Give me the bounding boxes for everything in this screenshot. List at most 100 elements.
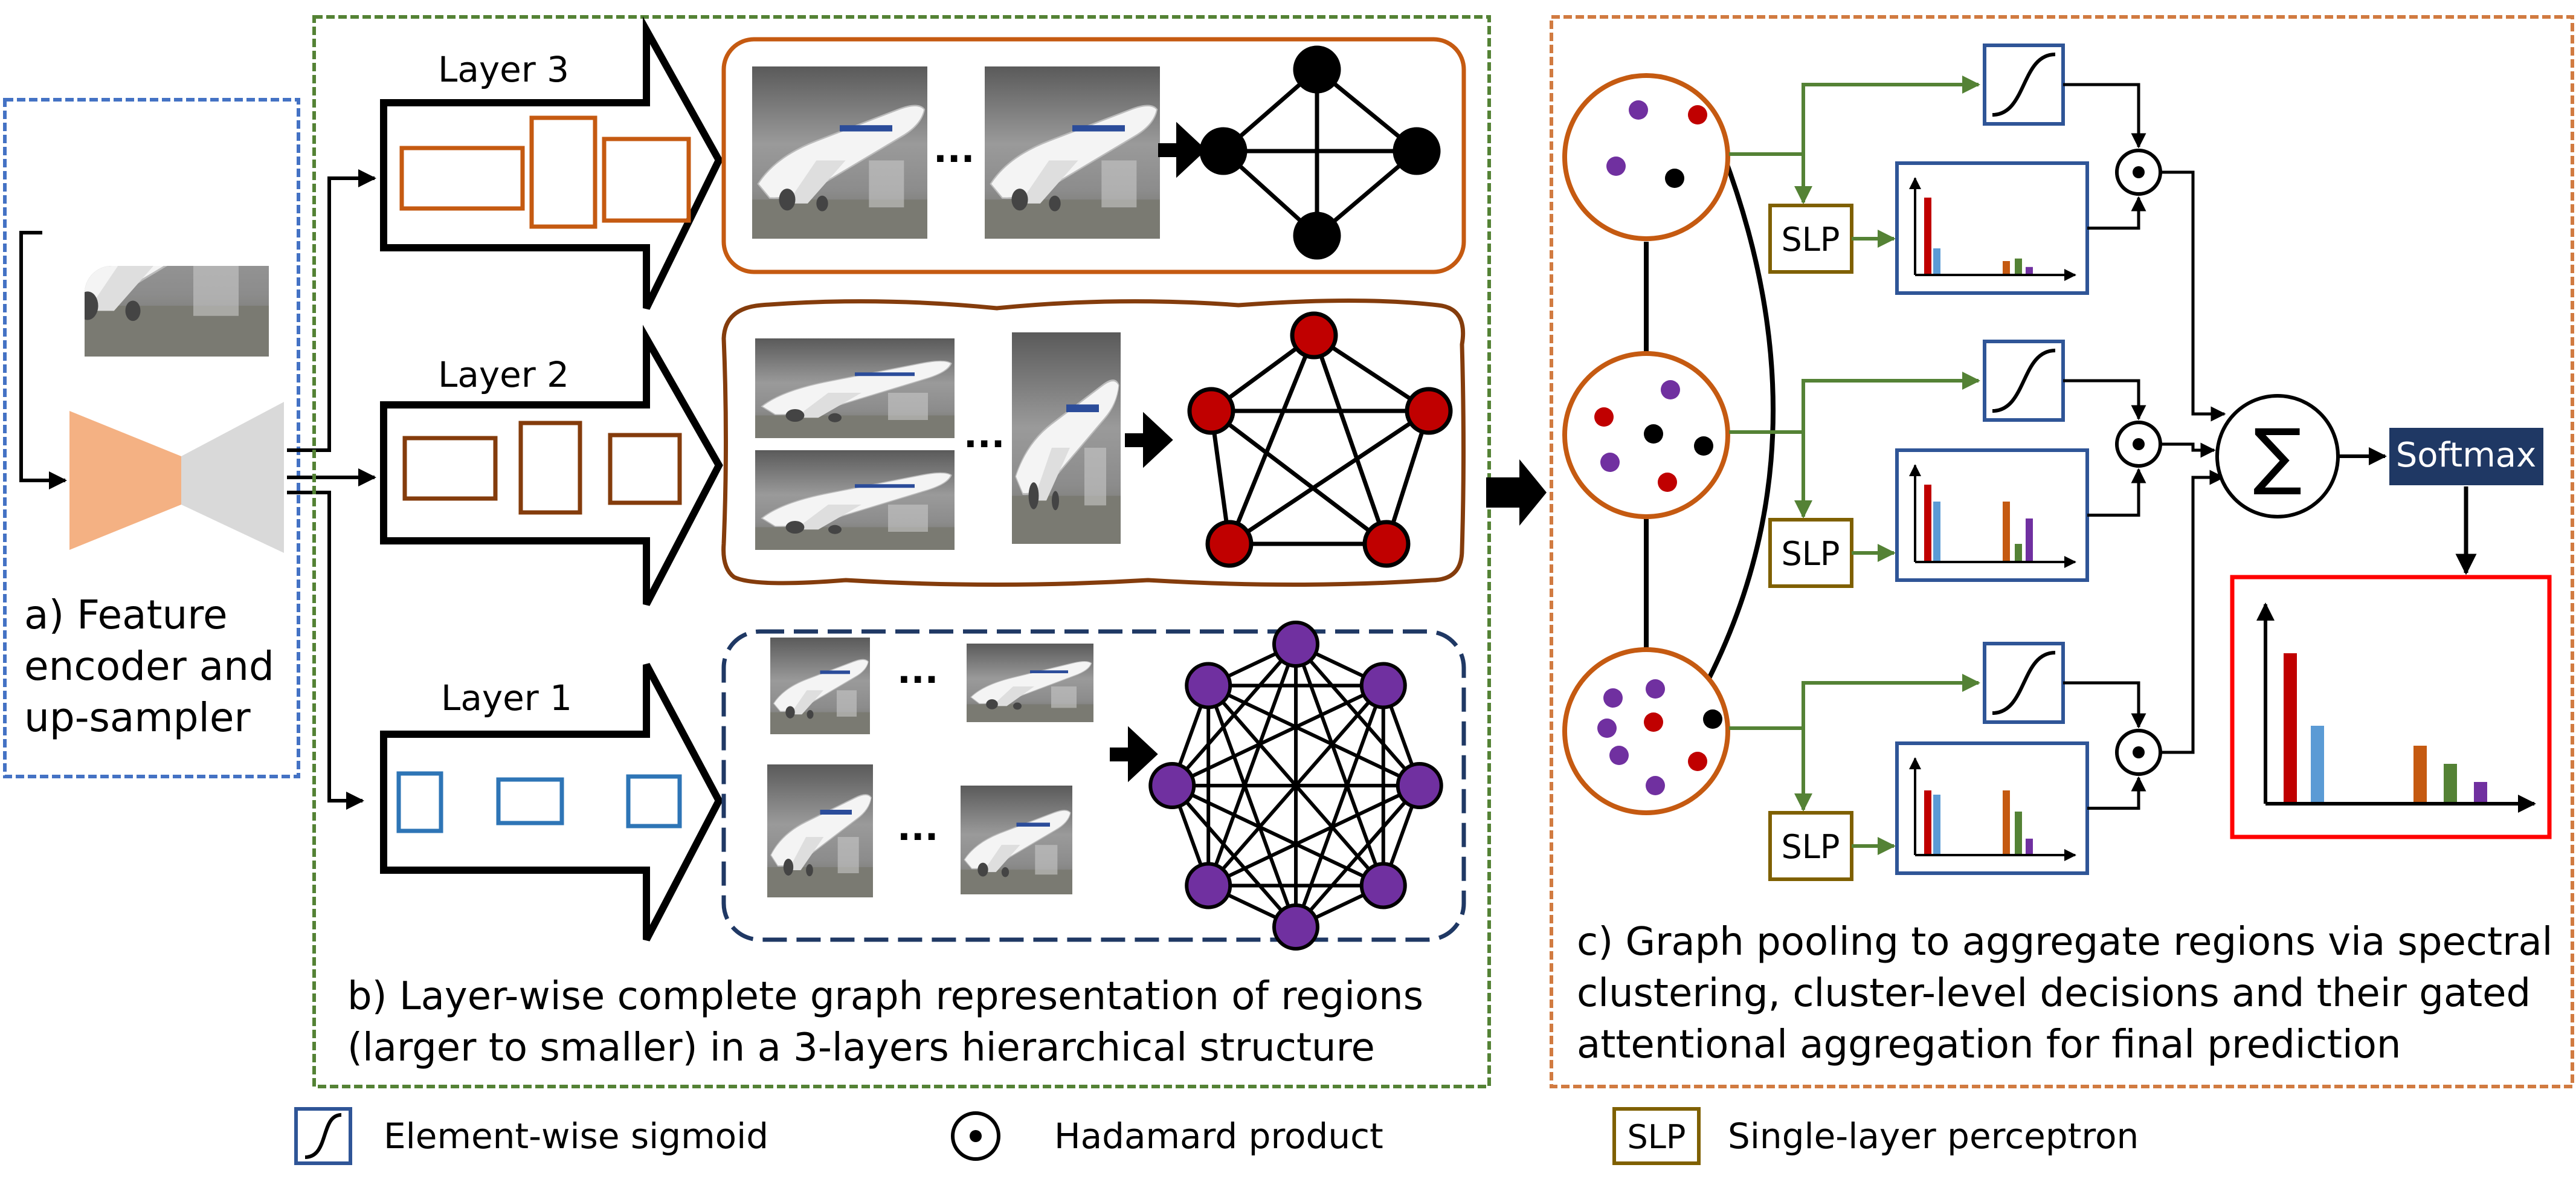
slp-label: SLP bbox=[1782, 535, 1840, 573]
graph-node-black bbox=[1393, 127, 1441, 175]
panel-a-caption-line-2: encoder and bbox=[24, 643, 274, 690]
layer-3-graph bbox=[1199, 45, 1441, 260]
layer-2-region bbox=[608, 433, 682, 505]
layer-1-region bbox=[496, 777, 564, 825]
bar bbox=[1924, 790, 1931, 854]
graph-node-black bbox=[1199, 127, 1248, 175]
sigmoid-box bbox=[1983, 340, 2065, 422]
graph-node-red bbox=[1362, 520, 1411, 568]
bar bbox=[2015, 258, 2022, 274]
output-distribution-chart bbox=[2256, 602, 2536, 813]
encoder-to-layers-arrows bbox=[287, 169, 376, 810]
layer-3-ellipsis: ... bbox=[933, 129, 974, 171]
sigmoid-icon bbox=[304, 1113, 342, 1159]
output-distribution-box bbox=[2230, 575, 2552, 839]
output-bar-green bbox=[2444, 764, 2457, 802]
layer-1-label: Layer 1 bbox=[441, 677, 572, 719]
graph-node-purple bbox=[1272, 903, 1319, 951]
sigmoid-icon bbox=[1992, 651, 2056, 715]
softmax-box bbox=[2389, 428, 2543, 485]
branch-2: SLP bbox=[1729, 340, 2216, 588]
legend-sigmoid-text: Element-wise sigmoid bbox=[384, 1116, 768, 1157]
graph-node-red bbox=[1290, 311, 1338, 360]
panel-c-border bbox=[1550, 15, 2574, 1088]
layer-3-to-graph-arrow bbox=[1158, 121, 1206, 178]
layer-1-ellipsis: ... bbox=[897, 650, 938, 692]
layer-1-patch bbox=[961, 786, 1072, 894]
bar bbox=[1933, 502, 1940, 561]
output-bar-orange bbox=[2413, 746, 2427, 802]
panel-b-caption-line-2: (larger to smaller) in a 3-layers hierar… bbox=[347, 1025, 1375, 1070]
layer-3-label: Layer 3 bbox=[438, 49, 569, 90]
layer-3-patch bbox=[752, 66, 927, 239]
panel-a-border bbox=[3, 98, 300, 778]
layer-3-patch bbox=[985, 66, 1160, 239]
layer-2-arrow bbox=[380, 325, 723, 606]
bar bbox=[1933, 248, 1940, 274]
layer-3-arrow bbox=[380, 16, 723, 310]
legend-hadamard-text: Hadamard product bbox=[1054, 1116, 1383, 1157]
graph-node-purple bbox=[1185, 862, 1232, 909]
slp-label: SLP bbox=[1782, 221, 1840, 259]
layer-2-to-graph-arrow bbox=[1125, 412, 1173, 468]
layer-1-to-graph-arrow bbox=[1110, 726, 1158, 783]
bar bbox=[1933, 795, 1940, 854]
panel-b-caption-line-1: b) Layer-wise complete graph representat… bbox=[347, 974, 1423, 1019]
legend-slp-text: Single-layer perceptron bbox=[1728, 1116, 2139, 1157]
legend: Element-wise sigmoid Hadamard product SL… bbox=[294, 1107, 2139, 1165]
input-image bbox=[42, 133, 269, 357]
layer-3-region bbox=[602, 137, 691, 223]
graph-node-purple bbox=[1359, 662, 1407, 709]
panel-a-caption-line-3: up-sampler bbox=[24, 694, 251, 741]
graph-node-red bbox=[1405, 387, 1453, 435]
graph-node-red bbox=[1205, 520, 1254, 568]
output-bar-purple bbox=[2474, 782, 2487, 802]
sigmoid-icon bbox=[1992, 53, 2056, 117]
layer-1-patch bbox=[967, 644, 1093, 722]
layer-2-ellipsis: ... bbox=[964, 414, 1005, 456]
bar bbox=[2003, 261, 2010, 274]
layer-2-region bbox=[518, 421, 582, 515]
cluster-branches: SLP SLP SLP bbox=[1729, 44, 2226, 881]
sum-node bbox=[2215, 394, 2340, 518]
graph-node-purple bbox=[1396, 762, 1443, 809]
graph-node-black bbox=[1293, 212, 1341, 260]
layer-3-row: Layer 3 ... bbox=[380, 16, 1466, 310]
clusters bbox=[1562, 73, 1776, 815]
panel-c-caption-line-1: c) Graph pooling to aggregate regions vi… bbox=[1577, 920, 2552, 964]
branch-1: SLP bbox=[1729, 44, 2226, 422]
bar bbox=[2003, 790, 2010, 854]
layer-2-patch bbox=[755, 450, 955, 550]
layer-1-patch bbox=[770, 638, 870, 734]
layer-2-region bbox=[402, 436, 498, 501]
panel-c-caption-line-3: attentional aggregation for final predic… bbox=[1577, 1022, 2401, 1067]
bar bbox=[2003, 502, 2010, 561]
softmax-label: Softmax bbox=[2396, 436, 2537, 475]
bar bbox=[2015, 544, 2022, 561]
encoder-shape bbox=[69, 402, 284, 553]
bar bbox=[2026, 838, 2033, 854]
cluster-bottom bbox=[1562, 647, 1730, 815]
graph-node-purple bbox=[1359, 862, 1407, 909]
graph-node-purple bbox=[1272, 621, 1319, 668]
layer-1-ellipsis: ... bbox=[897, 807, 938, 849]
legend-slp-box bbox=[1612, 1107, 1701, 1165]
panel-a-caption-line-1: a) Feature bbox=[24, 592, 228, 638]
layer-2-graph bbox=[1187, 311, 1453, 568]
layer-1-region bbox=[626, 774, 682, 828]
layer-1-row: Layer 1 ... ... bbox=[380, 621, 1466, 951]
graph-node-purple bbox=[1185, 662, 1232, 709]
bar bbox=[1924, 198, 1931, 274]
bar bbox=[1924, 485, 1931, 561]
output-bar-blue bbox=[2311, 726, 2324, 802]
panel-a: a) Feature encoder and up-sampler bbox=[3, 98, 300, 778]
graph-node-black bbox=[1293, 45, 1341, 94]
layer-3-region bbox=[529, 115, 597, 229]
slp-label: SLP bbox=[1782, 828, 1840, 866]
branch-3: SLP bbox=[1729, 470, 2225, 881]
layer-1-graph-box bbox=[721, 629, 1466, 942]
layer-1-arrow bbox=[380, 663, 723, 941]
output-bar-red bbox=[2284, 653, 2297, 802]
bar bbox=[2026, 266, 2033, 274]
